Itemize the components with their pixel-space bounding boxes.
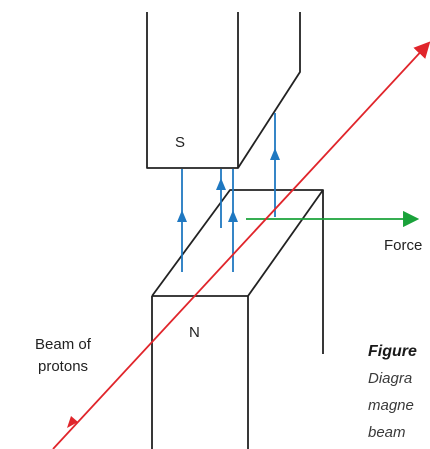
figure-caption-line1: Diagra [368, 370, 412, 387]
south-magnet-outline [146, 12, 301, 169]
north-magnet-top-face [151, 189, 324, 297]
beam-label-line2: protons [38, 358, 88, 375]
north-pole-magnet [151, 189, 324, 449]
force-label: Force [384, 237, 422, 254]
south-pole-label: S [175, 134, 185, 151]
proton-beam-arrowhead-lower [67, 416, 78, 428]
field-line-2 [216, 169, 226, 228]
south-pole-magnet [146, 12, 301, 169]
field-line-1 [177, 169, 187, 272]
figure-caption-line3: beam [368, 424, 406, 441]
proton-beam [52, 41, 430, 449]
field-line-3 [228, 169, 238, 272]
north-pole-label: N [189, 324, 200, 341]
figure-caption-title: Figure [368, 343, 417, 360]
figure-caption-line2: magne [368, 397, 414, 414]
magnetic-field-lines [177, 113, 280, 272]
field-line-4 [270, 113, 280, 217]
beam-label-line1: Beam of [35, 336, 92, 353]
